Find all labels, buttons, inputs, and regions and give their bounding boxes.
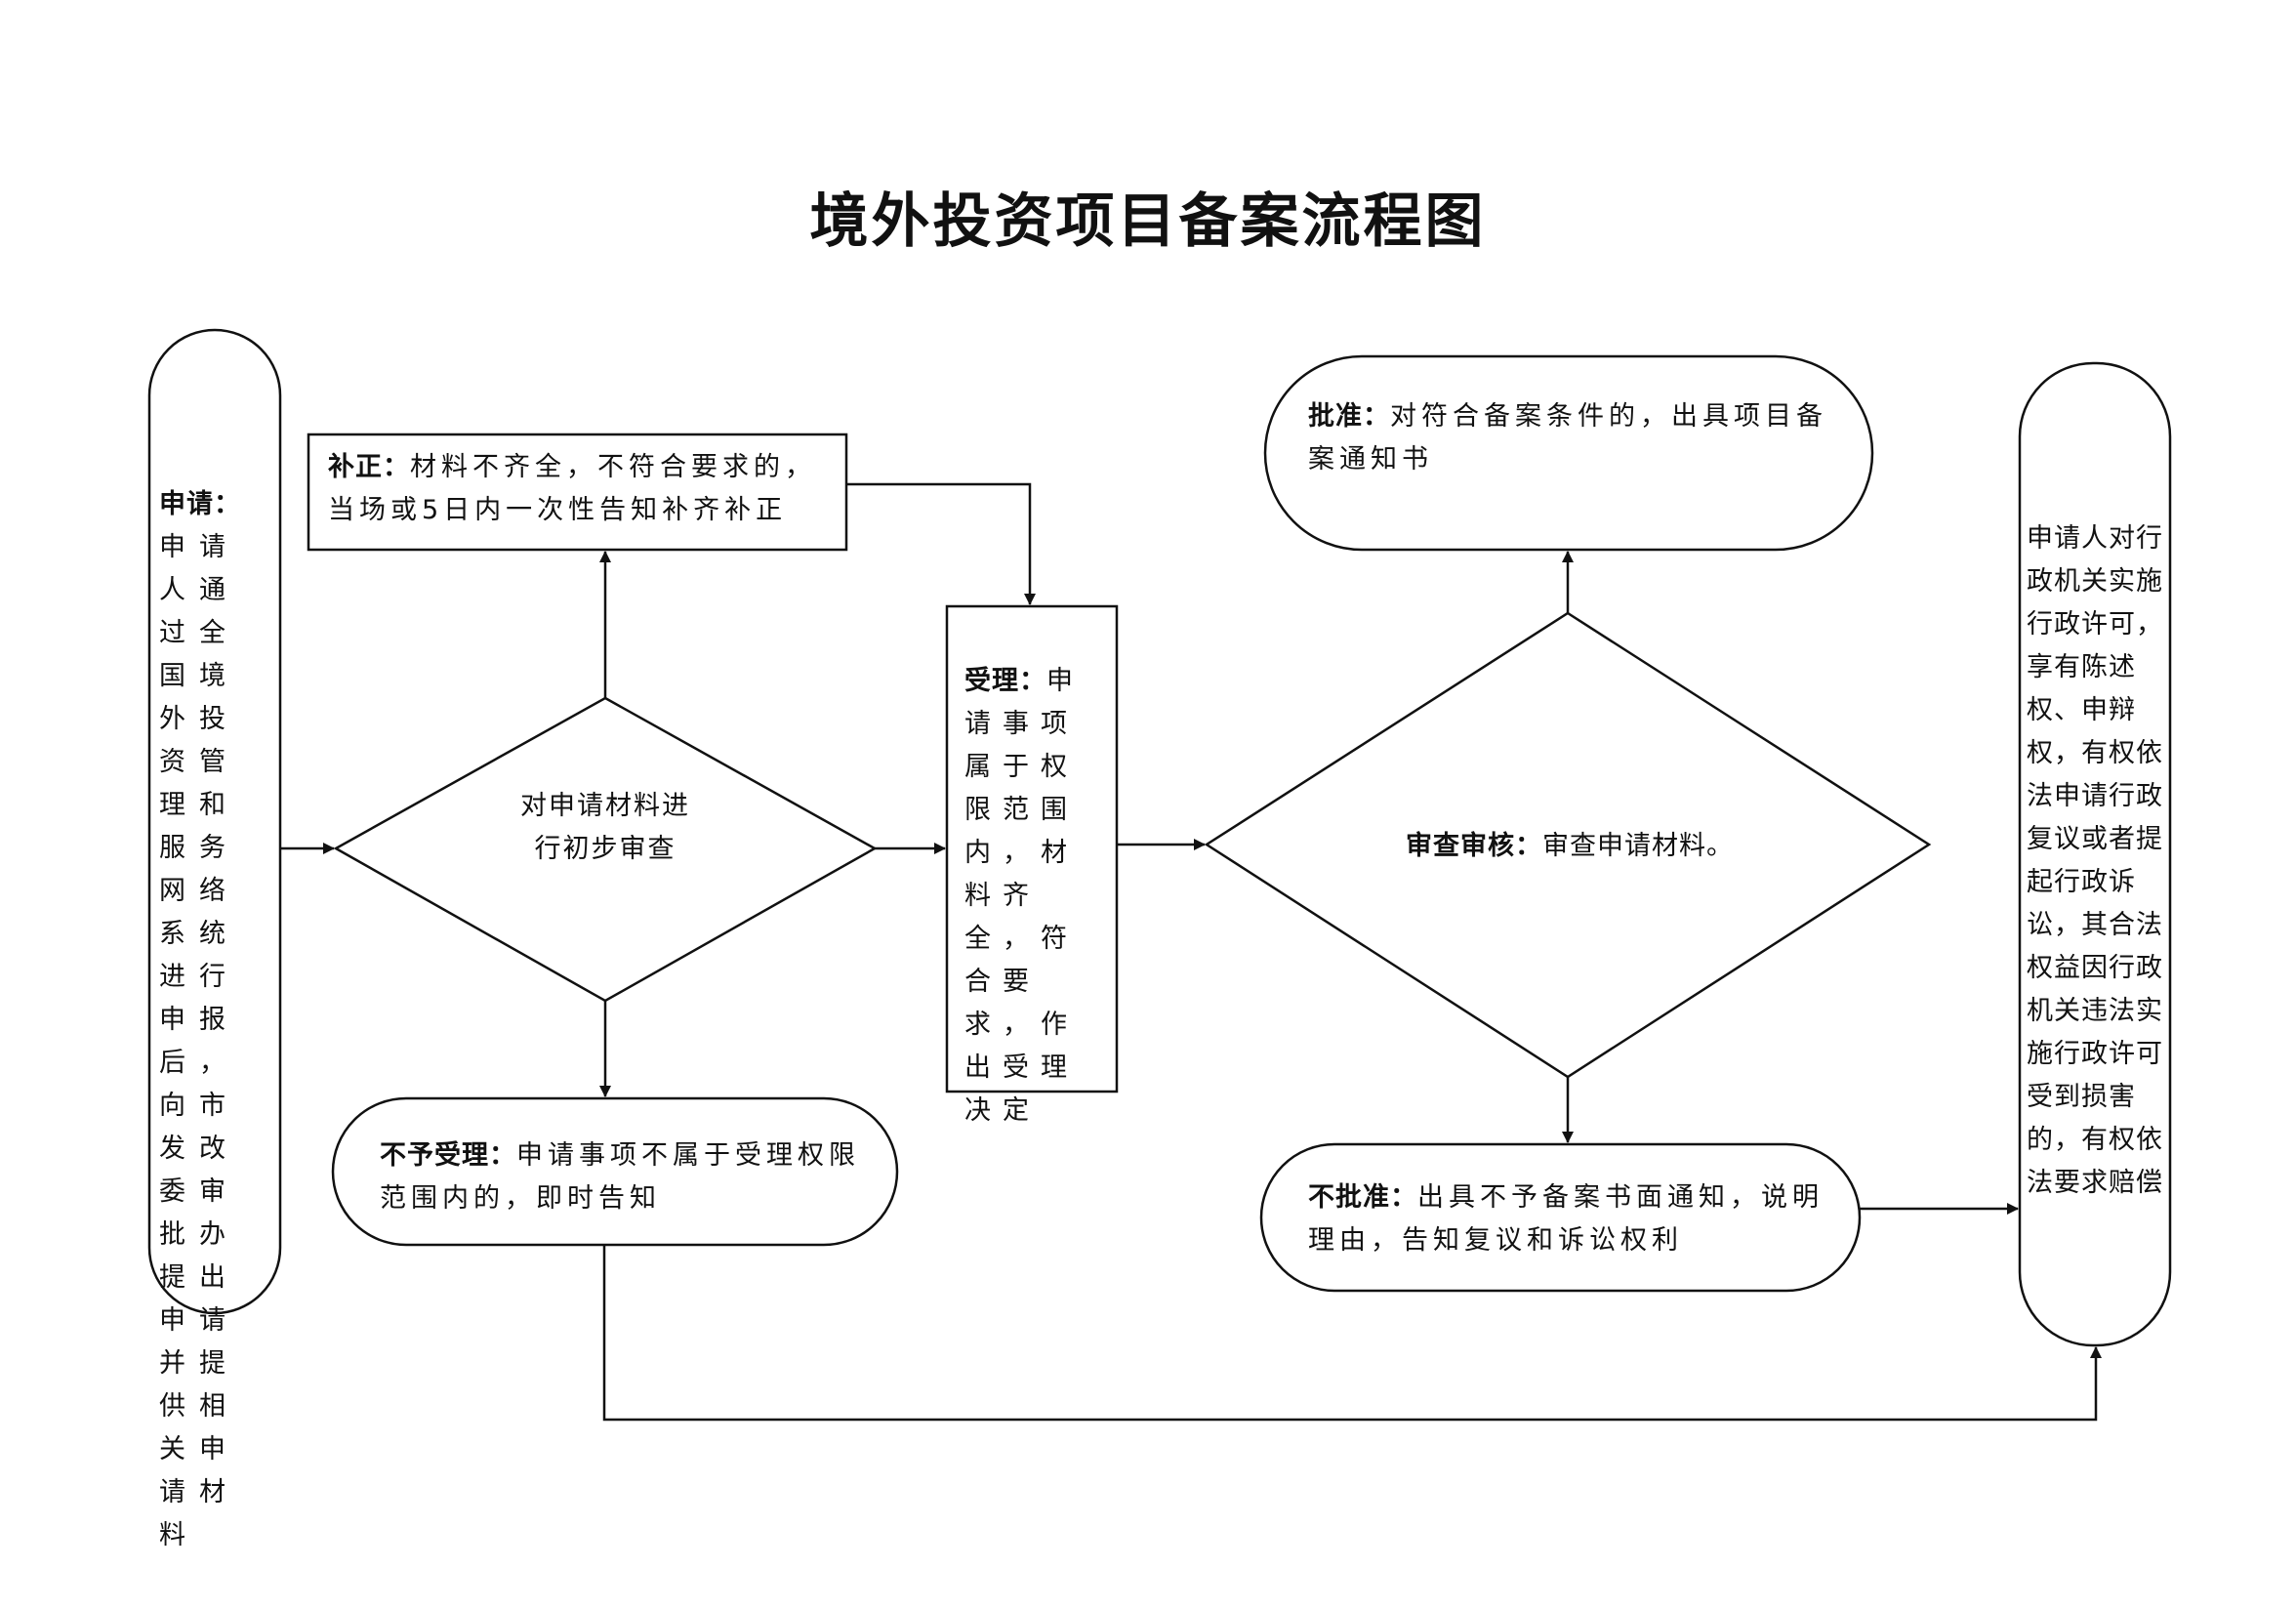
arrow-correction-to-acceptance — [846, 482, 1036, 605]
apply-node — [147, 328, 282, 1315]
rights-text: 申请人对行政机关实施行政许可，享有陈述权、申辩权，有权依法申请行政复议或者提起行… — [2027, 517, 2165, 1205]
correction-body: 材料不齐全，不符合要求的，当场或5日内一次性告知补齐补正 — [328, 452, 816, 525]
preliminary-review-text: 对申请材料进行初步审查 — [508, 785, 703, 871]
examination-text: 审查审核：审查申请材料。 — [1406, 825, 1796, 868]
rejection-body: 申请事项不属于受理权限范围内的，即时告知 — [380, 1140, 860, 1214]
disapproval-label: 不批准： — [1308, 1182, 1417, 1213]
rejection-text: 不予受理：申请事项不属于受理权限范围内的，即时告知 — [380, 1135, 868, 1220]
apply-label: 申请： — [159, 489, 241, 519]
acceptance-text: 受理：申请事项属于权限范围内，材料齐全，符合要求，作出受理决定 — [964, 660, 1111, 1133]
disapproval-body: 出具不予备案书面通知，说明理由，告知复议和诉讼权利 — [1308, 1182, 1824, 1256]
correction-node — [307, 433, 848, 552]
rights-node — [2018, 361, 2172, 1347]
correction-label: 补正： — [328, 452, 410, 482]
acceptance-node — [945, 604, 1119, 1093]
acceptance-body: 申请事项属于权限范围内，材料齐全，符合要求，作出受理决定 — [964, 666, 1085, 1126]
approval-text: 批准：对符合备案条件的，出具项目备案通知书 — [1308, 395, 1835, 481]
rejection-label: 不予受理： — [380, 1140, 516, 1171]
disapproval-node — [1259, 1142, 1862, 1293]
correction-text: 补正：材料不齐全，不符合要求的，当场或5日内一次性告知补齐补正 — [328, 446, 836, 532]
approval-node — [1263, 354, 1874, 552]
apply-body: 申请人通过全国境外投资管理和服务网络系统进行申报后，向市发改委审批办提出申请并提… — [159, 532, 239, 1550]
approval-label: 批准： — [1308, 401, 1390, 432]
rights-body: 申请人对行政机关实施行政许可，享有陈述权、申辩权，有权依法申请行政复议或者提起行… — [2027, 523, 2163, 1198]
arrow-rejection-to-rights — [602, 1245, 2102, 1422]
examination-body: 审查申请材料。 — [1542, 831, 1734, 861]
rejection-node — [331, 1096, 899, 1247]
disapproval-text: 不批准：出具不予备案书面通知，说明理由，告知复议和诉讼权利 — [1308, 1176, 1825, 1262]
acceptance-label: 受理： — [964, 666, 1046, 696]
examination-label: 审查审核： — [1406, 831, 1542, 861]
approval-body: 对符合备案条件的，出具项目备案通知书 — [1308, 401, 1827, 474]
preliminary-review-body: 对申请材料进行初步审查 — [520, 791, 690, 864]
page-title: 境外投资项目备案流程图 — [809, 187, 1487, 256]
apply-text: 申请： 申请人通过全国境外投资管理和服务网络系统进行申报后，向市发改委审批办提出申… — [159, 483, 274, 1557]
